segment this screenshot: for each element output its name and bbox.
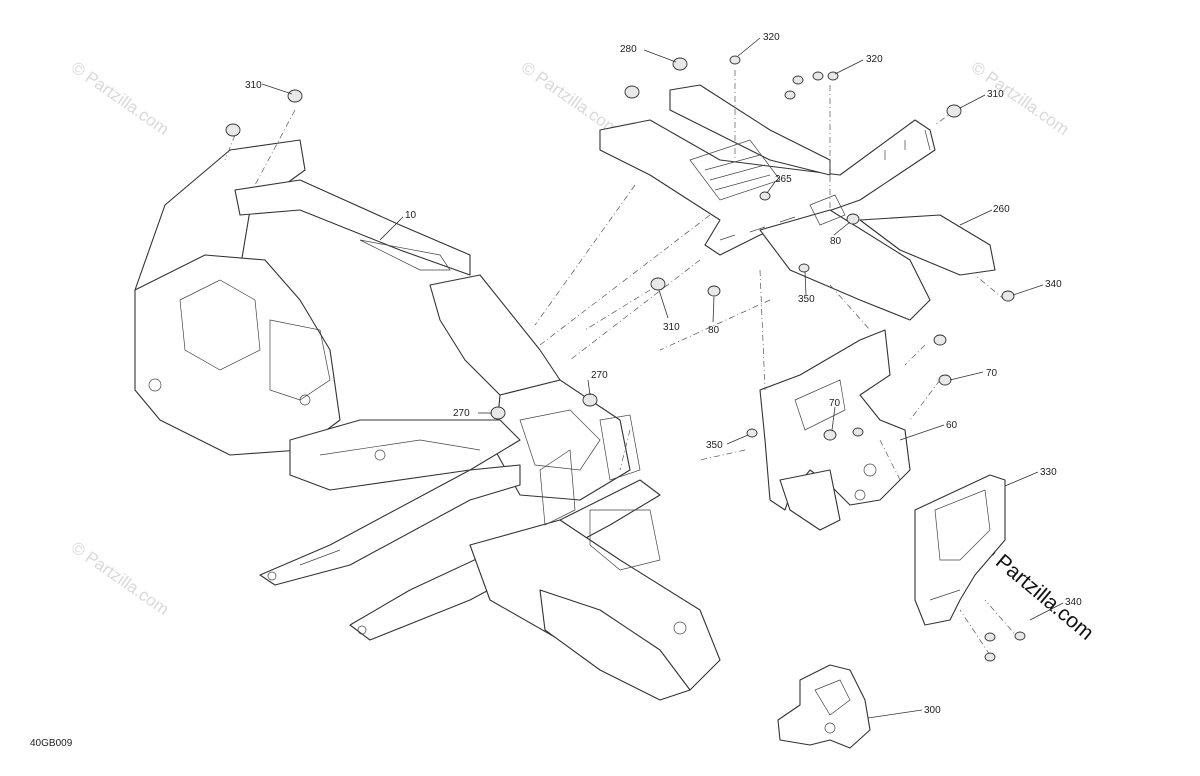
bushing-270[interactable]	[582, 393, 598, 407]
bolt-340-d[interactable]	[984, 652, 996, 662]
leader-lines	[261, 37, 1064, 719]
nut-320-b[interactable]	[792, 75, 804, 85]
washer-80[interactable]	[707, 285, 721, 297]
callout-60[interactable]: 60	[946, 420, 958, 431]
washer-80-b[interactable]	[846, 213, 860, 225]
rear-subframe[interactable]	[599, 84, 996, 321]
bracket-part-60[interactable]	[759, 329, 911, 531]
nut-350-b[interactable]	[746, 428, 758, 438]
nut-350[interactable]	[798, 263, 810, 273]
bolt-70-d[interactable]	[852, 427, 864, 437]
bushing-270-b[interactable]	[490, 406, 506, 420]
bolt-340-c[interactable]	[1014, 631, 1026, 641]
callout-310-top-left[interactable]: 310	[245, 80, 262, 91]
bolt-340-b[interactable]	[984, 632, 996, 642]
callout-340-lower[interactable]: 340	[1065, 597, 1082, 608]
callout-80-right[interactable]: 80	[830, 236, 842, 247]
callout-70-right[interactable]: 70	[986, 368, 998, 379]
callout-280[interactable]: 280	[620, 44, 637, 55]
callout-320-top[interactable]: 320	[763, 32, 780, 43]
callout-270-right[interactable]: 270	[591, 370, 608, 381]
main-frame-part-10[interactable]	[134, 139, 721, 701]
bolt-70[interactable]	[933, 334, 947, 346]
callout-10[interactable]: 10	[405, 210, 417, 221]
hitch-bracket-part-300[interactable]	[777, 664, 871, 749]
callout-300[interactable]: 300	[924, 705, 941, 716]
skid-plate-part-330[interactable]	[914, 474, 1006, 626]
nut-310-left-2[interactable]	[225, 123, 241, 137]
callout-310-lower[interactable]: 310	[663, 322, 680, 333]
nut-320-e[interactable]	[784, 90, 796, 100]
callout-265[interactable]: 265	[775, 174, 792, 185]
callout-330[interactable]: 330	[1040, 467, 1057, 478]
bolt-340[interactable]	[1001, 290, 1015, 302]
bolt-70-c[interactable]	[823, 429, 837, 441]
nut-310-lower[interactable]	[650, 277, 666, 291]
bolt-70-b[interactable]	[938, 374, 952, 386]
watermark-top-right: © Partzilla.com	[968, 58, 1073, 139]
nut-280-2[interactable]	[624, 85, 640, 99]
diagram-code: 40GB009	[30, 738, 73, 749]
callout-270-left[interactable]: 270	[453, 408, 470, 419]
nut-280[interactable]	[672, 57, 688, 71]
alignment-lines	[224, 70, 1021, 656]
nut-310-left[interactable]	[287, 89, 303, 103]
watermark-top-left: © Partzilla.com	[68, 58, 173, 139]
callout-350-lower[interactable]: 350	[706, 440, 723, 451]
nut-320-c[interactable]	[812, 71, 824, 81]
callout-260[interactable]: 260	[993, 204, 1010, 215]
callout-340-right[interactable]: 340	[1045, 279, 1062, 290]
callout-310-right[interactable]: 310	[987, 89, 1004, 100]
callout-320-right[interactable]: 320	[866, 54, 883, 65]
watermark-bottom-left: © Partzilla.com	[68, 538, 173, 619]
nut-265[interactable]	[759, 191, 771, 201]
callout-350-top[interactable]: 350	[798, 294, 815, 305]
callout-70-center[interactable]: 70	[829, 398, 841, 409]
callout-labels: 310 10 280 320 320 310 265 260 80 340 35…	[245, 32, 1082, 716]
watermark-top-center: © Partzilla.com	[518, 58, 623, 139]
callout-80-lower[interactable]: 80	[708, 325, 720, 336]
nut-320[interactable]	[729, 55, 741, 65]
nut-310-right[interactable]	[946, 104, 962, 118]
